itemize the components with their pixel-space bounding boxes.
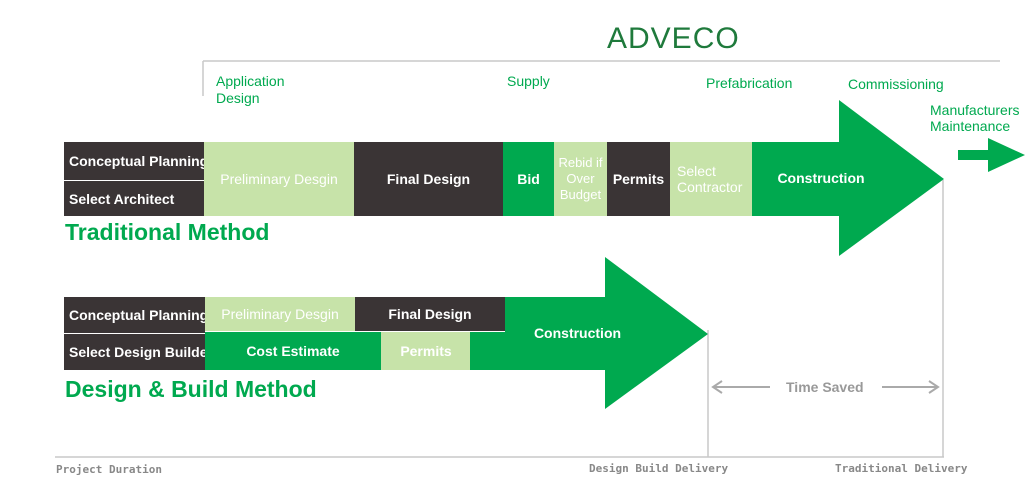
traditional-select-architect: Select Architect: [64, 181, 204, 216]
phase-application-design: Application Design: [216, 73, 285, 106]
traditional-delivery-label: Traditional Delivery: [835, 462, 968, 475]
traditional-permits: Permits: [607, 142, 670, 216]
design-build-method-title: Design & Build Method: [65, 376, 317, 402]
traditional-conceptual-planning-label: Conceptual Planning;: [69, 153, 204, 169]
adveco-logo: ADVECO: [607, 22, 740, 55]
db-cost-estimate: Cost Estimate: [205, 332, 381, 370]
phase-commissioning: Commissioning: [848, 76, 944, 92]
traditional-select-architect-label: Select Architect: [69, 190, 175, 207]
time-saved-left-arrow: [711, 380, 770, 394]
traditional-conceptual-planning: Conceptual Planning;: [64, 142, 204, 180]
db-preliminary-design: Preliminary Desgin: [205, 297, 355, 331]
db-construction-arrow: [470, 257, 708, 409]
db-construction-label: Construction: [533, 325, 622, 341]
maintenance-arrow: [958, 138, 1025, 172]
traditional-bid-label: Bid: [517, 171, 540, 187]
traditional-construction-label: Construction: [777, 170, 865, 186]
time-saved-label: Time Saved: [786, 379, 864, 395]
db-permits-label: Permits: [400, 343, 452, 359]
db-permits: Permits: [381, 332, 471, 370]
time-saved-right-arrow: [882, 380, 940, 394]
traditional-final-design: Final Design: [354, 142, 503, 216]
phase-prefabrication: Prefabrication: [706, 75, 793, 91]
traditional-rebid-label: Rebid if Over Budget: [558, 155, 603, 202]
db-conceptual-planning-label: Conceptual Planning: [69, 307, 205, 323]
project-duration-label: Project Duration: [56, 463, 162, 476]
db-preliminary-design-label: Preliminary Desgin: [221, 306, 339, 322]
db-select-design-builder-label: Select Design Builder: [69, 344, 205, 360]
design-build-delivery-label: Design Build Delivery: [589, 462, 729, 475]
traditional-construction-arrow: [752, 100, 944, 256]
db-conceptual-planning: Conceptual Planning: [64, 297, 205, 333]
phase-supply: Supply: [507, 73, 550, 89]
traditional-select-contractor: Select Contractor: [670, 142, 753, 216]
phase-manufacturers-maintenance: Manufacturers Maintenance: [930, 102, 1020, 134]
traditional-preliminary-design-label: Preliminary Desgin: [220, 171, 338, 187]
db-select-design-builder: Select Design Builder: [64, 334, 205, 370]
db-final-design: Final Design: [355, 297, 505, 331]
traditional-preliminary-design: Preliminary Desgin: [204, 142, 354, 216]
traditional-rebid: Rebid if Over Budget: [554, 142, 607, 216]
traditional-permits-label: Permits: [612, 171, 665, 187]
traditional-select-contractor-label: Select Contractor: [677, 163, 743, 195]
traditional-final-design-label: Final Design: [386, 171, 471, 187]
db-cost-estimate-label: Cost Estimate: [246, 343, 340, 359]
db-final-design-label: Final Design: [388, 306, 472, 322]
traditional-bid: Bid: [503, 142, 554, 216]
traditional-method-title: Traditional Method: [65, 219, 270, 245]
